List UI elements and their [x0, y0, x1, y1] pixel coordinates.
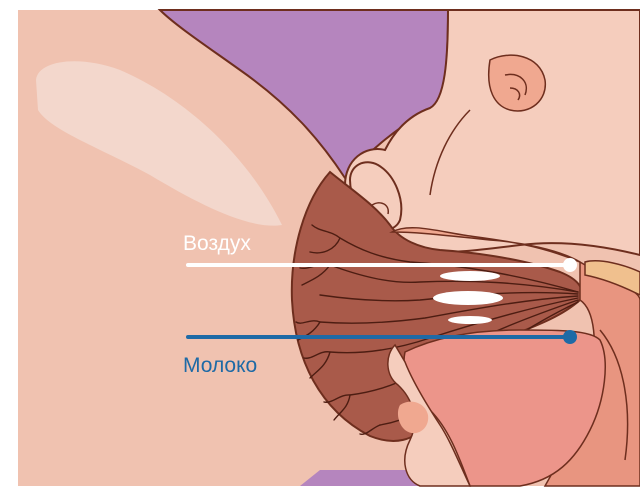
milk-label: Молоко — [183, 354, 257, 377]
milk-line-endpoint-dot — [563, 330, 577, 344]
air-label: Воздух — [183, 232, 251, 255]
air-line-endpoint-dot — [563, 258, 577, 272]
baby-ear — [489, 55, 546, 111]
clothing-shape-bottom — [300, 470, 420, 486]
